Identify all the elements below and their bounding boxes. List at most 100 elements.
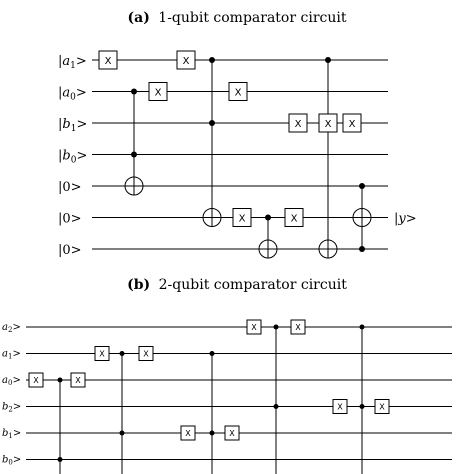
panel-a-qubit-label-4: |0>: [58, 180, 82, 195]
panel-b-control-dot: [209, 351, 215, 356]
panel-a-qubit-letter: a: [62, 86, 70, 101]
panel-a-control-dot: [209, 57, 215, 63]
panel-a-control-dot: [131, 88, 137, 95]
panel-b-qubit-label-2: a0>: [2, 375, 21, 387]
panel-b-x-gate: [290, 319, 306, 335]
panel-a-x-gate-label: X: [239, 214, 246, 225]
panel-a-qubit-letter: b: [62, 117, 70, 132]
panel-a-x-gate: [318, 113, 338, 133]
panel-a-control-dot: [325, 57, 331, 63]
panel-a-qubit-sub: 0: [71, 156, 77, 166]
panel-a-x-gate-label: X: [105, 56, 112, 67]
panel-b-control-dot: [57, 457, 63, 462]
panel-b-x-gate: [246, 319, 262, 335]
panel-b-qubit-tail: >: [13, 455, 21, 466]
panel-b-qubit-sub: 1: [8, 432, 12, 440]
panel-a-qubit-bar: |: [58, 149, 62, 164]
panel-a-x-gate: [176, 50, 196, 70]
panel-b-qubit-label-1: a1>: [2, 349, 21, 361]
panel-b-qubit-label-0: a2>: [2, 322, 21, 334]
panel-b-x-gate-label: X: [295, 323, 301, 332]
panel-a-title: (a) 1-qubit comparator circuit: [128, 10, 347, 26]
panel-b-qubit-sub: 1: [8, 353, 12, 361]
panel-b-control-dot: [119, 351, 125, 356]
panel-a-qubit-tail: >: [76, 117, 87, 132]
panel-b-control-dot: [273, 324, 279, 330]
panel-a-qubit-label-3: |b0>: [58, 149, 87, 166]
panel-b-qubit-letter: a: [2, 375, 8, 386]
panel-b-x-gate: [70, 372, 86, 388]
panel-b-qubit-label-5: b0>: [2, 455, 21, 467]
panel-a-x-gate: [98, 50, 118, 70]
panel-b-x-gate-label: X: [229, 429, 235, 438]
panel-b-qubit-tail: >: [13, 428, 21, 439]
panel-b-x-gate-label: X: [75, 376, 81, 385]
panel-b-qubit-tail: >: [13, 402, 21, 413]
panel-a-qubit-label-5: |0>: [58, 212, 82, 227]
panel-a-qubit-label-0: |a1>: [58, 54, 87, 71]
panel-a-qubit-sub: 1: [70, 61, 76, 71]
panel-b-qubit-sub: 0: [8, 379, 12, 387]
panel-a-output-tail: >: [406, 212, 417, 227]
panel-a-x-gate-label: X: [349, 119, 356, 130]
panel-b-x-gate: [28, 372, 44, 388]
panel-a-control-dot: [131, 151, 137, 158]
panel-a-qubit-tail: >: [76, 86, 87, 101]
panel-a-title-letter: (a): [128, 10, 150, 26]
panel-b-x-gate-label: X: [99, 350, 105, 359]
panel-b-control-dot: [209, 430, 215, 436]
panel-b-x-gate: [332, 399, 348, 414]
panel-b-qubit-sub: 2: [8, 406, 12, 414]
panel-a-qubit-bar: |: [58, 117, 62, 132]
panel-a-x-gate-label: X: [155, 88, 162, 99]
panel-a-qubit-letter: a: [62, 54, 70, 69]
panel-b-qubit-sub: 2: [8, 326, 12, 334]
panel-b-qubit-label-3: b2>: [2, 402, 21, 414]
panel-a-output-letter: y: [397, 212, 406, 227]
panel-b-x-gate: [180, 425, 196, 441]
panel-a-qubit-tail: >: [76, 54, 87, 69]
panel-a-x-gate: [232, 208, 252, 227]
panel-b-control-dot: [119, 430, 125, 436]
panel-a-qubit-label-2: |b1>: [58, 117, 87, 134]
panel-a-qubit-sub: 0: [70, 93, 76, 103]
panel-a-control-dot: [359, 183, 365, 189]
panel-b-qubit-tail: >: [12, 375, 20, 386]
panel-a-x-gate-label: X: [325, 119, 332, 130]
panel-a-qubit-sub: 1: [71, 124, 77, 134]
panel-a-x-gate-label: X: [295, 119, 302, 130]
panel-a-x-gate: [228, 82, 248, 101]
panel-a-x-gate-label: X: [235, 88, 242, 99]
panel-b-qubit-letter: b: [2, 428, 8, 439]
panel-b-x-gate-label: X: [337, 403, 343, 412]
panel-b-x-gate-label: X: [33, 376, 39, 385]
panel-b-title-text: 2-qubit comparator circuit: [159, 277, 348, 293]
panel-b-qubit-letter: a: [2, 349, 8, 360]
panel-b-x-gate-label: X: [185, 429, 191, 438]
panel-b-x-gate: [374, 399, 390, 414]
panel-b-qubit-tail: >: [12, 322, 20, 333]
panel-a-x-gate: [288, 113, 308, 133]
panel-a-title-text: 1-qubit comparator circuit: [158, 10, 347, 26]
panel-a-control-dot: [265, 214, 271, 221]
panel-b-control-dot: [359, 404, 365, 409]
panel-b-x-gate: [224, 425, 240, 441]
panel-b-qubit-letter: b: [2, 455, 8, 466]
panel-a-qubit-label-6: |0>: [58, 243, 82, 258]
panel-b-qubit-letter: b: [2, 402, 8, 413]
panel-a-output-label: |y>: [394, 212, 417, 227]
panel-a-qubit-label-1: |a0>: [58, 86, 87, 103]
panel-b-x-gate-label: X: [379, 403, 385, 412]
panel-b-title-letter: (b): [127, 277, 150, 293]
panel-b-qubit-tail: >: [12, 349, 20, 360]
panel-a-control-dot: [209, 120, 215, 126]
panel-b-qubit-sub: 0: [8, 459, 12, 467]
panel-a-x-gate: [284, 208, 304, 227]
panel-a-x-gate: [148, 82, 168, 101]
panel-b-x-gate: [138, 346, 154, 361]
panel-a-output-bar: |: [394, 212, 398, 227]
panel-b-control-dot: [57, 377, 63, 383]
